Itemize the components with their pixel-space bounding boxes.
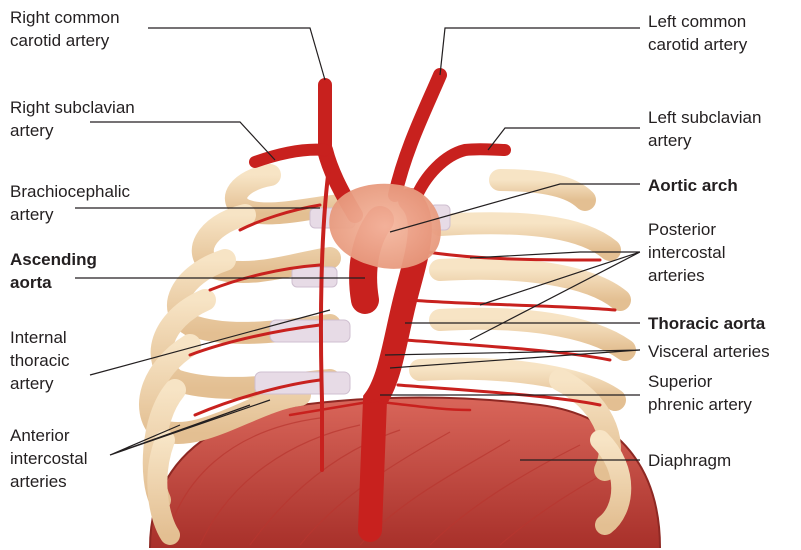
label-ascending-aorta: Ascending aorta — [10, 248, 97, 294]
label-anterior-intercostal: Anterior intercostal arteries — [10, 424, 87, 493]
label-right-subclavian: Right subclavian artery — [10, 96, 135, 142]
label-visceral-arteries: Visceral arteries — [648, 340, 770, 363]
label-thoracic-aorta: Thoracic aorta — [648, 312, 765, 335]
label-diaphragm: Diaphragm — [648, 449, 731, 472]
label-internal-thoracic: Internal thoracic artery — [10, 326, 70, 395]
label-superior-phrenic: Superior phrenic artery — [648, 370, 752, 416]
label-left-common-carotid: Left common carotid artery — [648, 10, 747, 56]
label-left-subclavian: Left subclavian artery — [648, 106, 761, 152]
label-aortic-arch: Aortic arch — [648, 174, 738, 197]
label-posterior-intercostal: Posterior intercostal arteries — [648, 218, 725, 287]
label-right-common-carotid: Right common carotid artery — [10, 6, 120, 52]
label-brachiocephalic: Brachiocephalic artery — [10, 180, 130, 226]
aortic-arch-mass — [329, 184, 441, 269]
